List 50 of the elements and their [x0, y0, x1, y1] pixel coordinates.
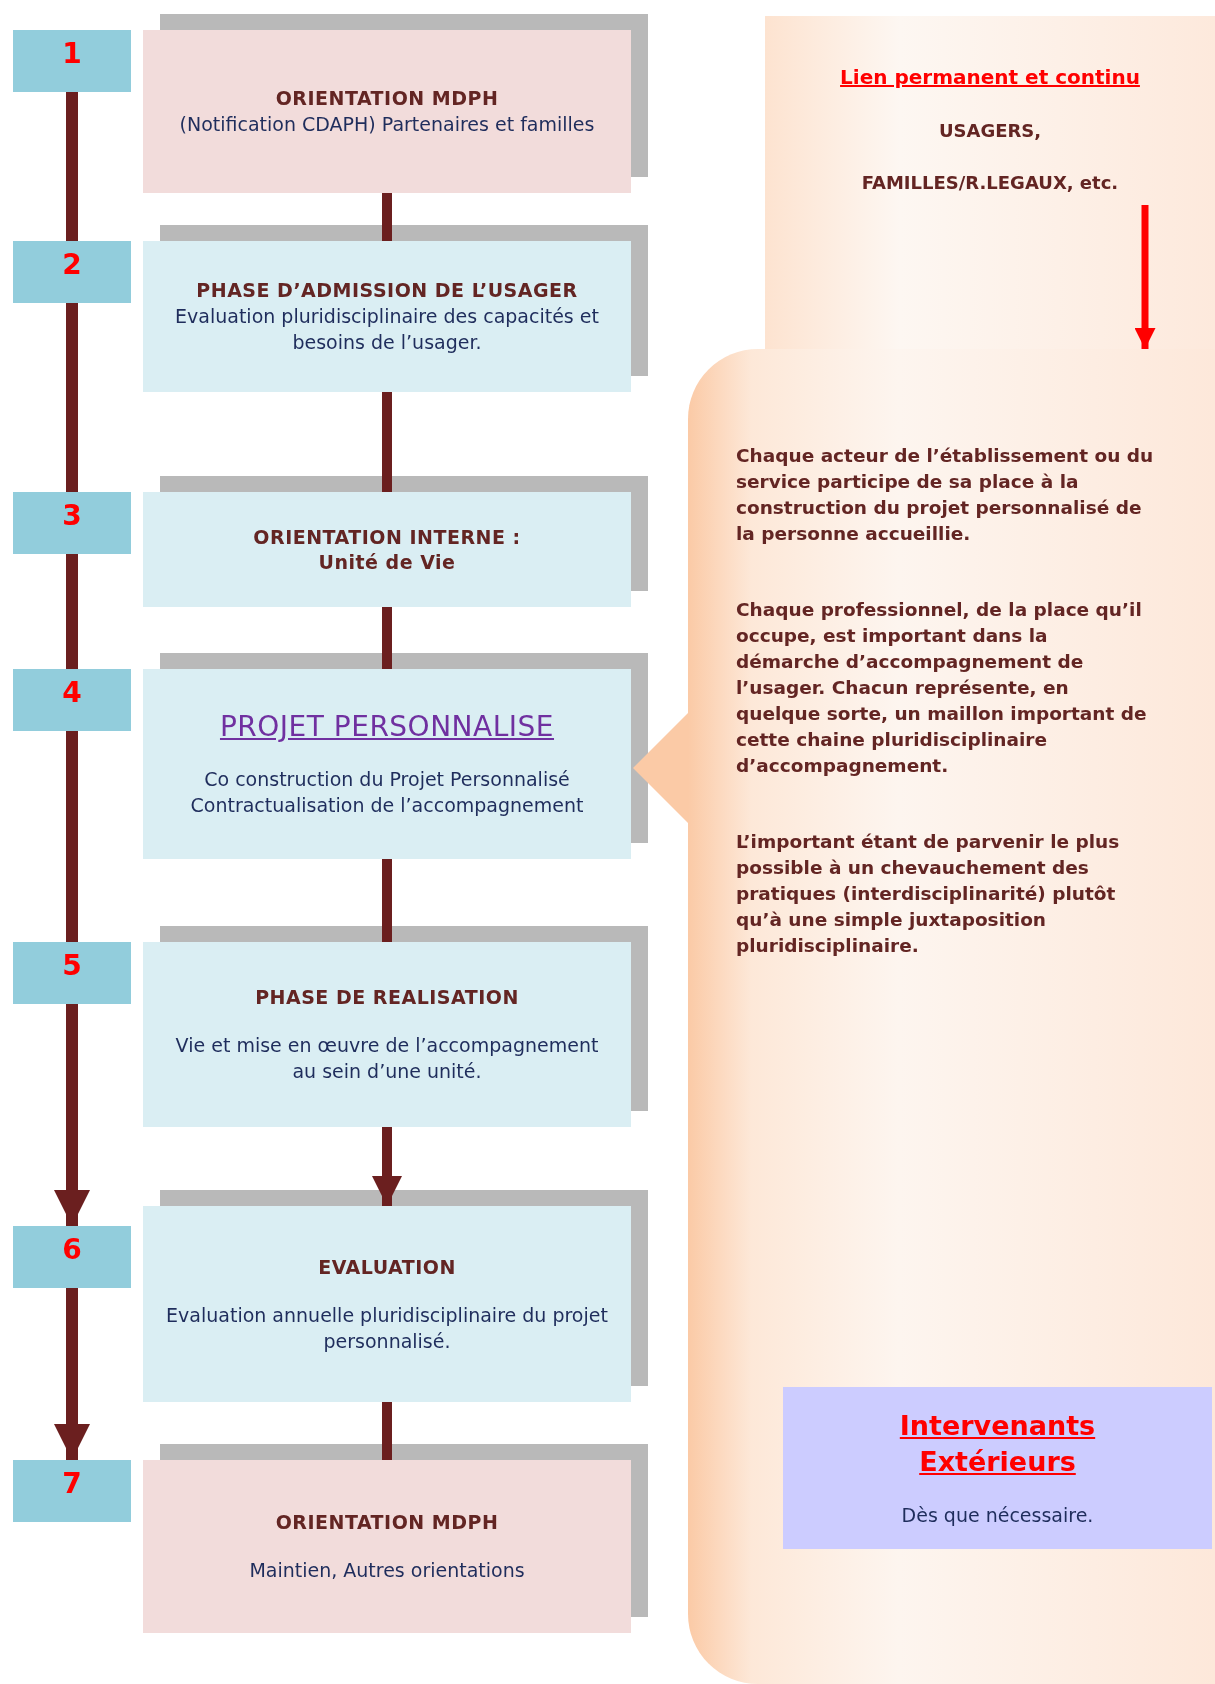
step-number: 5 — [62, 950, 82, 982]
step-box — [143, 942, 631, 1127]
step-number-tab — [13, 669, 131, 731]
step-heading: ORIENTATION MDPH — [275, 1510, 499, 1535]
step-heading: ORIENTATION MDPH — [275, 86, 499, 111]
step-number-tab — [13, 241, 131, 303]
paragraph: L’important étant de parvenir le plus possible à un chevauchement des pratiques (interdisciplinarité) plutôt qu’à une simple juxtaposition pluridisciplinaire. — [736, 830, 1121, 958]
step-description: Evaluation pluridisciplinaire des capacités et besoins de l’usager. — [174, 304, 600, 355]
step-number: 2 — [62, 249, 82, 281]
paragraph: Chaque acteur de l’établissement ou du service participe de sa place à la construction du projet personnalisé de la personne accueillie. — [736, 444, 1155, 546]
step-number: 7 — [62, 1468, 82, 1500]
callout-pointer — [633, 713, 688, 823]
box-text: Dès que nécessaire. — [901, 1503, 1094, 1528]
side-panel — [765, 16, 1215, 349]
step-box — [143, 241, 631, 392]
step-heading: PHASE D’ADMISSION DE L’USAGER — [196, 278, 578, 303]
box-heading: Intervenants Extérieurs — [898, 1409, 1097, 1479]
step-box — [143, 1460, 631, 1633]
panel-text: USAGERS, — [938, 119, 1042, 143]
step-number-tab — [13, 30, 131, 92]
step-number: 4 — [62, 677, 82, 709]
step-heading: PHASE DE REALISATION — [255, 985, 519, 1010]
step-heading: PROJET PERSONNALISE — [219, 710, 554, 744]
paragraph: Chaque professionnel, de la place qu’il occupe, est important dans la démarche d’accompagnement de l’usager. Chacun représente, en quelque sorte, un maillon important de cette chaine pluridisciplinaire d’accompagnement. — [736, 598, 1148, 778]
step-description: (Notification CDAPH) Partenaires et familles — [179, 112, 595, 137]
step-description: Vie et mise en œuvre de l’accompagnement au sein d’une unité. — [174, 1033, 600, 1084]
step-box — [143, 669, 631, 859]
brace-callout — [688, 349, 1215, 1684]
panel-text: FAMILLES/R.LEGAUX, etc. — [861, 171, 1119, 195]
arrow — [54, 1288, 90, 1460]
step-number-tab — [13, 1226, 131, 1288]
step-number-tab — [13, 942, 131, 1004]
step-description: Unité de Vie — [318, 549, 456, 575]
step-number-tab — [13, 492, 131, 554]
step-box — [143, 492, 631, 607]
info-box — [783, 1387, 1212, 1549]
panel-heading: Lien permanent et continu — [840, 64, 1140, 90]
step-description: Maintien, Autres orientations — [249, 1558, 525, 1583]
step-number: 1 — [62, 38, 82, 70]
arrow — [54, 1004, 90, 1226]
step-heading: EVALUATION — [318, 1254, 456, 1280]
step-box — [143, 1206, 631, 1402]
step-heading: ORIENTATION INTERNE : — [253, 524, 521, 550]
step-number: 3 — [62, 500, 82, 532]
step-number: 6 — [62, 1234, 82, 1266]
step-description: Co construction du Projet Personnalisé Contractualisation de l’accompagnement — [189, 767, 585, 818]
step-number-tab — [13, 1460, 131, 1522]
arrow — [372, 1127, 402, 1206]
step-box — [143, 30, 631, 193]
step-description: Evaluation annuelle pluridisciplinaire du projet personnalisé. — [165, 1302, 609, 1354]
